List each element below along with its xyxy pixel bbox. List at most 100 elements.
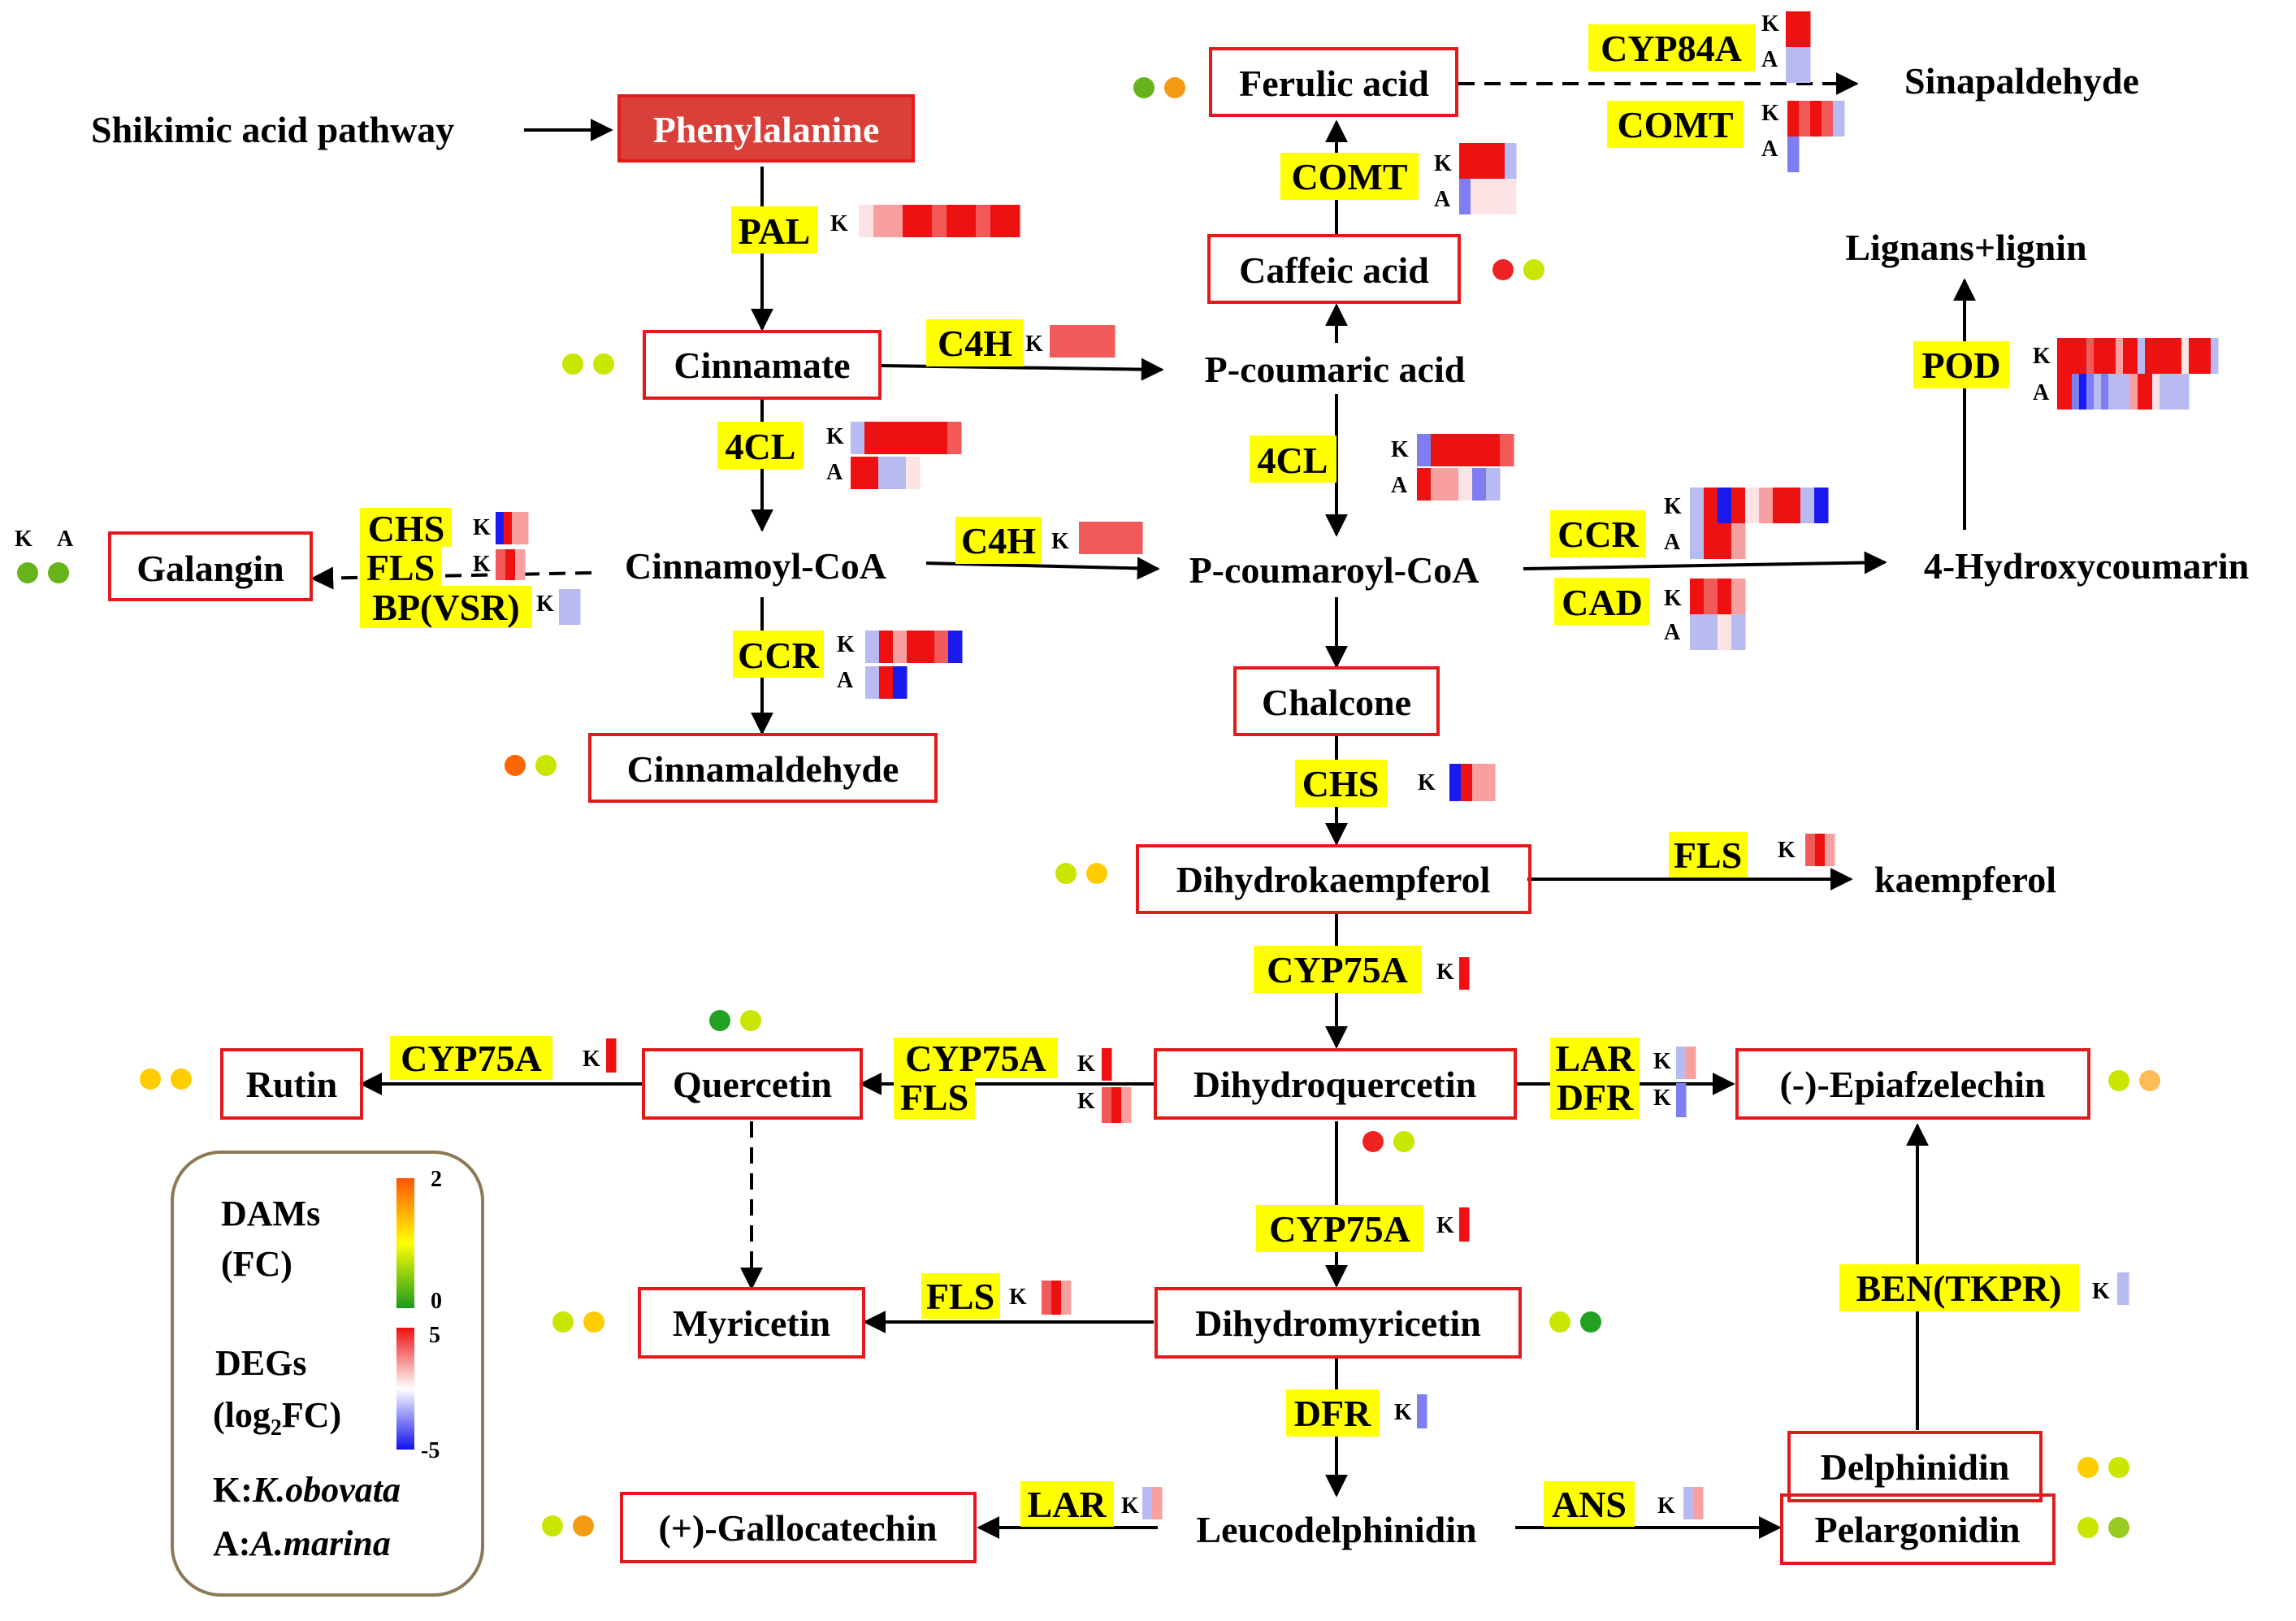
heatmap-cell (2086, 338, 2095, 374)
heatmap-4cl1-k (851, 422, 962, 454)
heatmap-cell (2116, 338, 2124, 374)
heatmap-cell (864, 457, 879, 489)
label-gallocatechin: (+)-Gallocatechin (658, 1507, 937, 1549)
heatmap-cell (1471, 143, 1483, 179)
label-galangin: Galangin (136, 548, 284, 589)
pod-highlight (1913, 341, 2009, 388)
heatmap-cell (2123, 338, 2131, 374)
heatmap-cell (865, 631, 880, 663)
heatmap-cell (1102, 1087, 1112, 1123)
heatmap-cyp84a-k (1786, 11, 1811, 47)
heatmap-cell (505, 549, 516, 580)
k-label-cyp75a-3: K (1077, 1051, 1095, 1077)
dam-dots (17, 77, 2160, 1538)
fls-2-highlight (1669, 832, 1748, 878)
heatmap-comt1-a (1459, 179, 1517, 215)
heatmap-cell (2108, 374, 2116, 410)
dam-dot-delphinidin-k (2077, 1457, 2099, 1478)
k-label-lar-2: K (1121, 1493, 1139, 1519)
heatmap-cell (1471, 179, 1483, 215)
heatmap-cell (496, 512, 505, 544)
heatmap-cell (2152, 374, 2160, 410)
heatmap-cell (2152, 338, 2160, 374)
heatmap-cell (888, 205, 903, 237)
enzyme-lar-2: LAR (1027, 1484, 1107, 1525)
heatmap-ccr1-a (865, 666, 908, 699)
heatmap-cyp75a3-k (1102, 1048, 1112, 1081)
heatmap-cell (1486, 434, 1501, 466)
heatmap-cell (865, 666, 880, 699)
rutin-box (220, 1048, 363, 1120)
heatmap-cell (934, 422, 948, 454)
heatmap-cell (1121, 1087, 1132, 1123)
heatmap-cell (1787, 137, 1800, 172)
heatmap-cell (2138, 374, 2146, 410)
cyp75a-4-highlight (1256, 1205, 1423, 1252)
a-label-galangin-header: A (57, 527, 74, 552)
heatmap-cell (1690, 523, 1705, 559)
heatmap-ccr2-k (1690, 488, 1829, 523)
cyp75a-2-highlight (390, 1036, 552, 1080)
heatmap-cell (873, 205, 889, 237)
k-label-chs-2: K (1418, 770, 1436, 795)
heatmap-cell (1449, 764, 1462, 801)
k-label-c4h-1: K (1025, 332, 1043, 357)
heatmap-cell (1061, 1281, 1072, 1315)
heatmap-cell (2181, 374, 2190, 410)
heatmap-cell (1458, 434, 1473, 466)
heatmap-ben-k (2117, 1272, 2129, 1305)
enzyme-c4h-1: C4H (938, 323, 1012, 364)
legend-dams-max: 2 (431, 1167, 442, 1192)
label-delphinidin: Delphinidin (1821, 1446, 2010, 1488)
heatmap-cell (1445, 468, 1459, 501)
k-label-fls-2: K (1778, 838, 1796, 863)
enzyme-dfr-2: DFR (1294, 1393, 1371, 1434)
heatmap-cell (606, 1038, 617, 1073)
heatmap-c4h2-k (1079, 522, 1143, 554)
heatmap-cell (1805, 834, 1816, 866)
heatmap-fls1-k (496, 549, 526, 580)
heatmap-pal-k (859, 205, 1020, 237)
dihydroquercetin-box (1154, 1048, 1517, 1120)
heatmap-cell (512, 512, 521, 544)
heatmap-cell (1676, 1047, 1687, 1079)
heatmap-cell (1417, 468, 1432, 501)
heatmap-cell (1810, 101, 1822, 137)
legend-degs-title: DEGs (215, 1343, 306, 1383)
heatmap-cell (2130, 338, 2138, 374)
k-label-4cl-2: K (1391, 437, 1409, 462)
heatmap-cell (892, 457, 907, 489)
heatmap-cell (520, 512, 529, 544)
enzyme-fls-2: FLS (1674, 834, 1742, 876)
label-p-coumaroyl: P-coumaroyl-CoA (1189, 549, 1479, 591)
heatmap-cell (1142, 1487, 1153, 1519)
heatmap-4cl2-k (1417, 434, 1514, 466)
label-rutin: Rutin (246, 1064, 337, 1105)
heatmap-comt2-a (1787, 137, 1800, 172)
label-hydroxycoumarin: 4-Hydroxycoumarin (1924, 545, 2249, 587)
dam-dot-epiafzelechin-a (2139, 1070, 2160, 1091)
heatmap-cell (2117, 1272, 2129, 1305)
heatmap-c4h1-k (1050, 325, 1116, 358)
dam-dot-cinnamaldehyde-k (505, 755, 526, 776)
cinnamate-box (643, 330, 882, 400)
dam-dot-ferulic-k (1133, 77, 1154, 98)
heatmap-cell (1431, 434, 1445, 466)
heatmap-cell (1459, 1207, 1470, 1242)
enzyme-ben: BEN(TKPR) (1856, 1268, 2062, 1309)
heatmap-cell (1731, 579, 1746, 614)
heatmap-lar1-k (1676, 1047, 1696, 1079)
dam-dot-dihydromyricetin-a (1580, 1311, 1601, 1333)
heatmap-cell (1445, 434, 1459, 466)
dam-dot-delphinidin-a (2108, 1457, 2129, 1478)
heatmap-comt2-k (1787, 101, 1845, 137)
heatmap-cell (1704, 488, 1718, 523)
heatmap-cell (1690, 614, 1705, 650)
heatmap-cell (1718, 488, 1732, 523)
label-chalcone: Chalcone (1262, 682, 1411, 723)
dam-dot-cinnamate-k (562, 353, 583, 375)
cyp75a-3-highlight (894, 1038, 1058, 1078)
cyp75a-1-highlight (1254, 946, 1421, 993)
heatmap-cell (878, 422, 893, 454)
